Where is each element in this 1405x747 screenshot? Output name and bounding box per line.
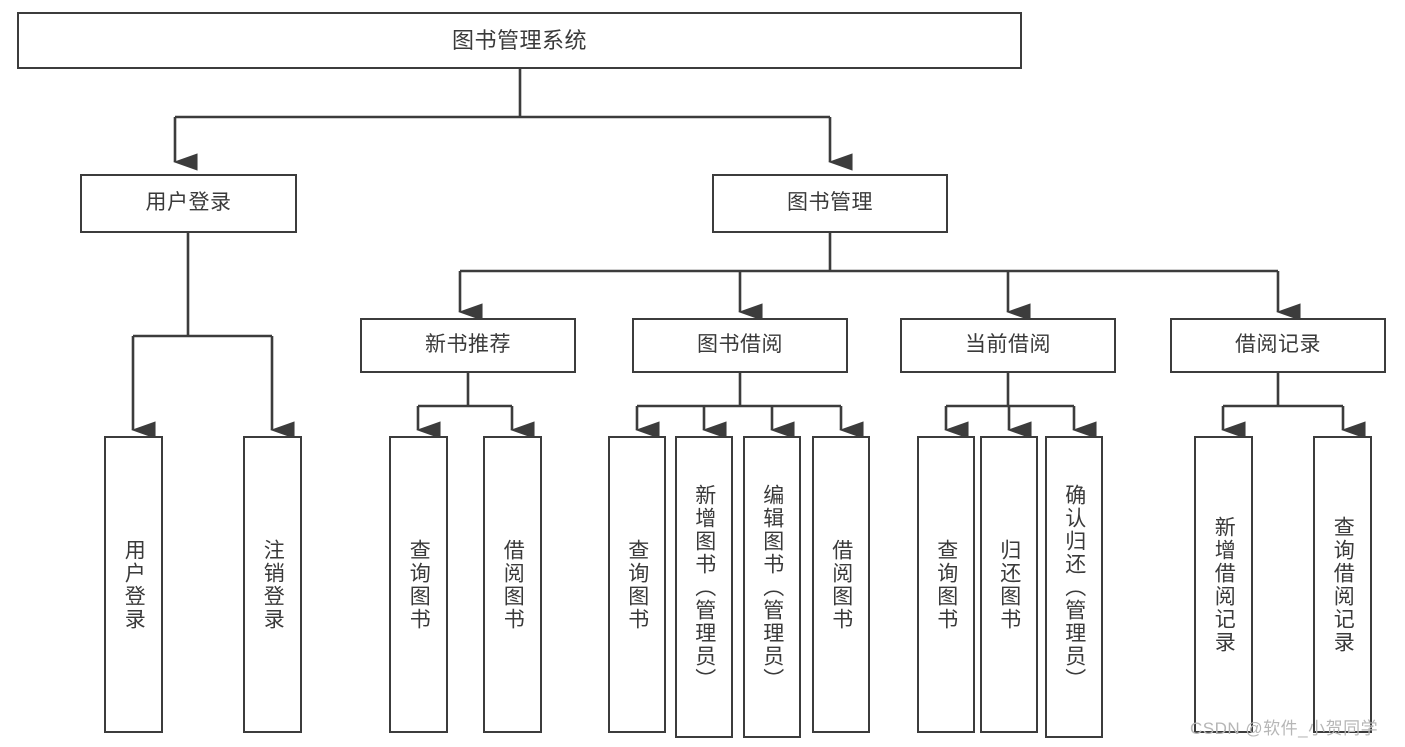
node-label: 查询图书: [625, 538, 649, 631]
leaf-query-book-current[interactable]: 查询图书: [917, 436, 975, 733]
node-label: 用户登录: [122, 538, 146, 631]
node-label: 编辑图书（管理员）: [760, 483, 784, 691]
node-label: 借阅图书: [829, 538, 853, 631]
node-label: 图书管理系统: [451, 27, 587, 53]
node-book-borrow[interactable]: 图书借阅: [632, 318, 848, 373]
leaf-logout[interactable]: 注销登录: [243, 436, 302, 733]
node-book-management[interactable]: 图书管理: [712, 174, 948, 233]
node-label: 图书借阅: [697, 333, 783, 357]
node-label: 新增图书（管理员）: [692, 483, 716, 691]
leaf-borrow-book-recommend[interactable]: 借阅图书: [483, 436, 542, 733]
leaf-edit-book-admin[interactable]: 编辑图书（管理员）: [743, 436, 801, 738]
node-label: 借阅图书: [501, 538, 525, 631]
node-user-login[interactable]: 用户登录: [80, 174, 297, 233]
node-current-borrow[interactable]: 当前借阅: [900, 318, 1116, 373]
node-label: 归还图书: [997, 538, 1021, 631]
node-label: 当前借阅: [965, 333, 1051, 357]
node-root-system[interactable]: 图书管理系统: [17, 12, 1022, 69]
csdn-watermark: CSDN @软件_小贺同学: [1190, 719, 1379, 738]
leaf-confirm-return-admin[interactable]: 确认归还（管理员）: [1045, 436, 1103, 738]
node-label: 新增借阅记录: [1212, 515, 1236, 654]
node-label: 查询图书: [407, 538, 431, 631]
node-borrow-record[interactable]: 借阅记录: [1170, 318, 1386, 373]
leaf-query-book-recommend[interactable]: 查询图书: [389, 436, 448, 733]
node-label: 新书推荐: [425, 333, 511, 357]
node-label: 确认归还（管理员）: [1062, 483, 1086, 691]
node-label: 图书管理: [787, 191, 873, 215]
node-label: 查询图书: [934, 538, 958, 631]
leaf-user-login[interactable]: 用户登录: [104, 436, 163, 733]
leaf-borrow-book[interactable]: 借阅图书: [812, 436, 870, 733]
leaf-add-book-admin[interactable]: 新增图书（管理员）: [675, 436, 733, 738]
node-new-book-recommend[interactable]: 新书推荐: [360, 318, 576, 373]
node-label: 查询借阅记录: [1331, 515, 1355, 654]
leaf-query-book-borrow[interactable]: 查询图书: [608, 436, 666, 733]
node-label: 借阅记录: [1235, 333, 1321, 357]
leaf-return-book[interactable]: 归还图书: [980, 436, 1038, 733]
leaf-query-borrow-record[interactable]: 查询借阅记录: [1313, 436, 1372, 733]
node-label: 用户登录: [145, 191, 232, 215]
node-label: 注销登录: [261, 538, 285, 631]
leaf-add-borrow-record[interactable]: 新增借阅记录: [1194, 436, 1253, 733]
